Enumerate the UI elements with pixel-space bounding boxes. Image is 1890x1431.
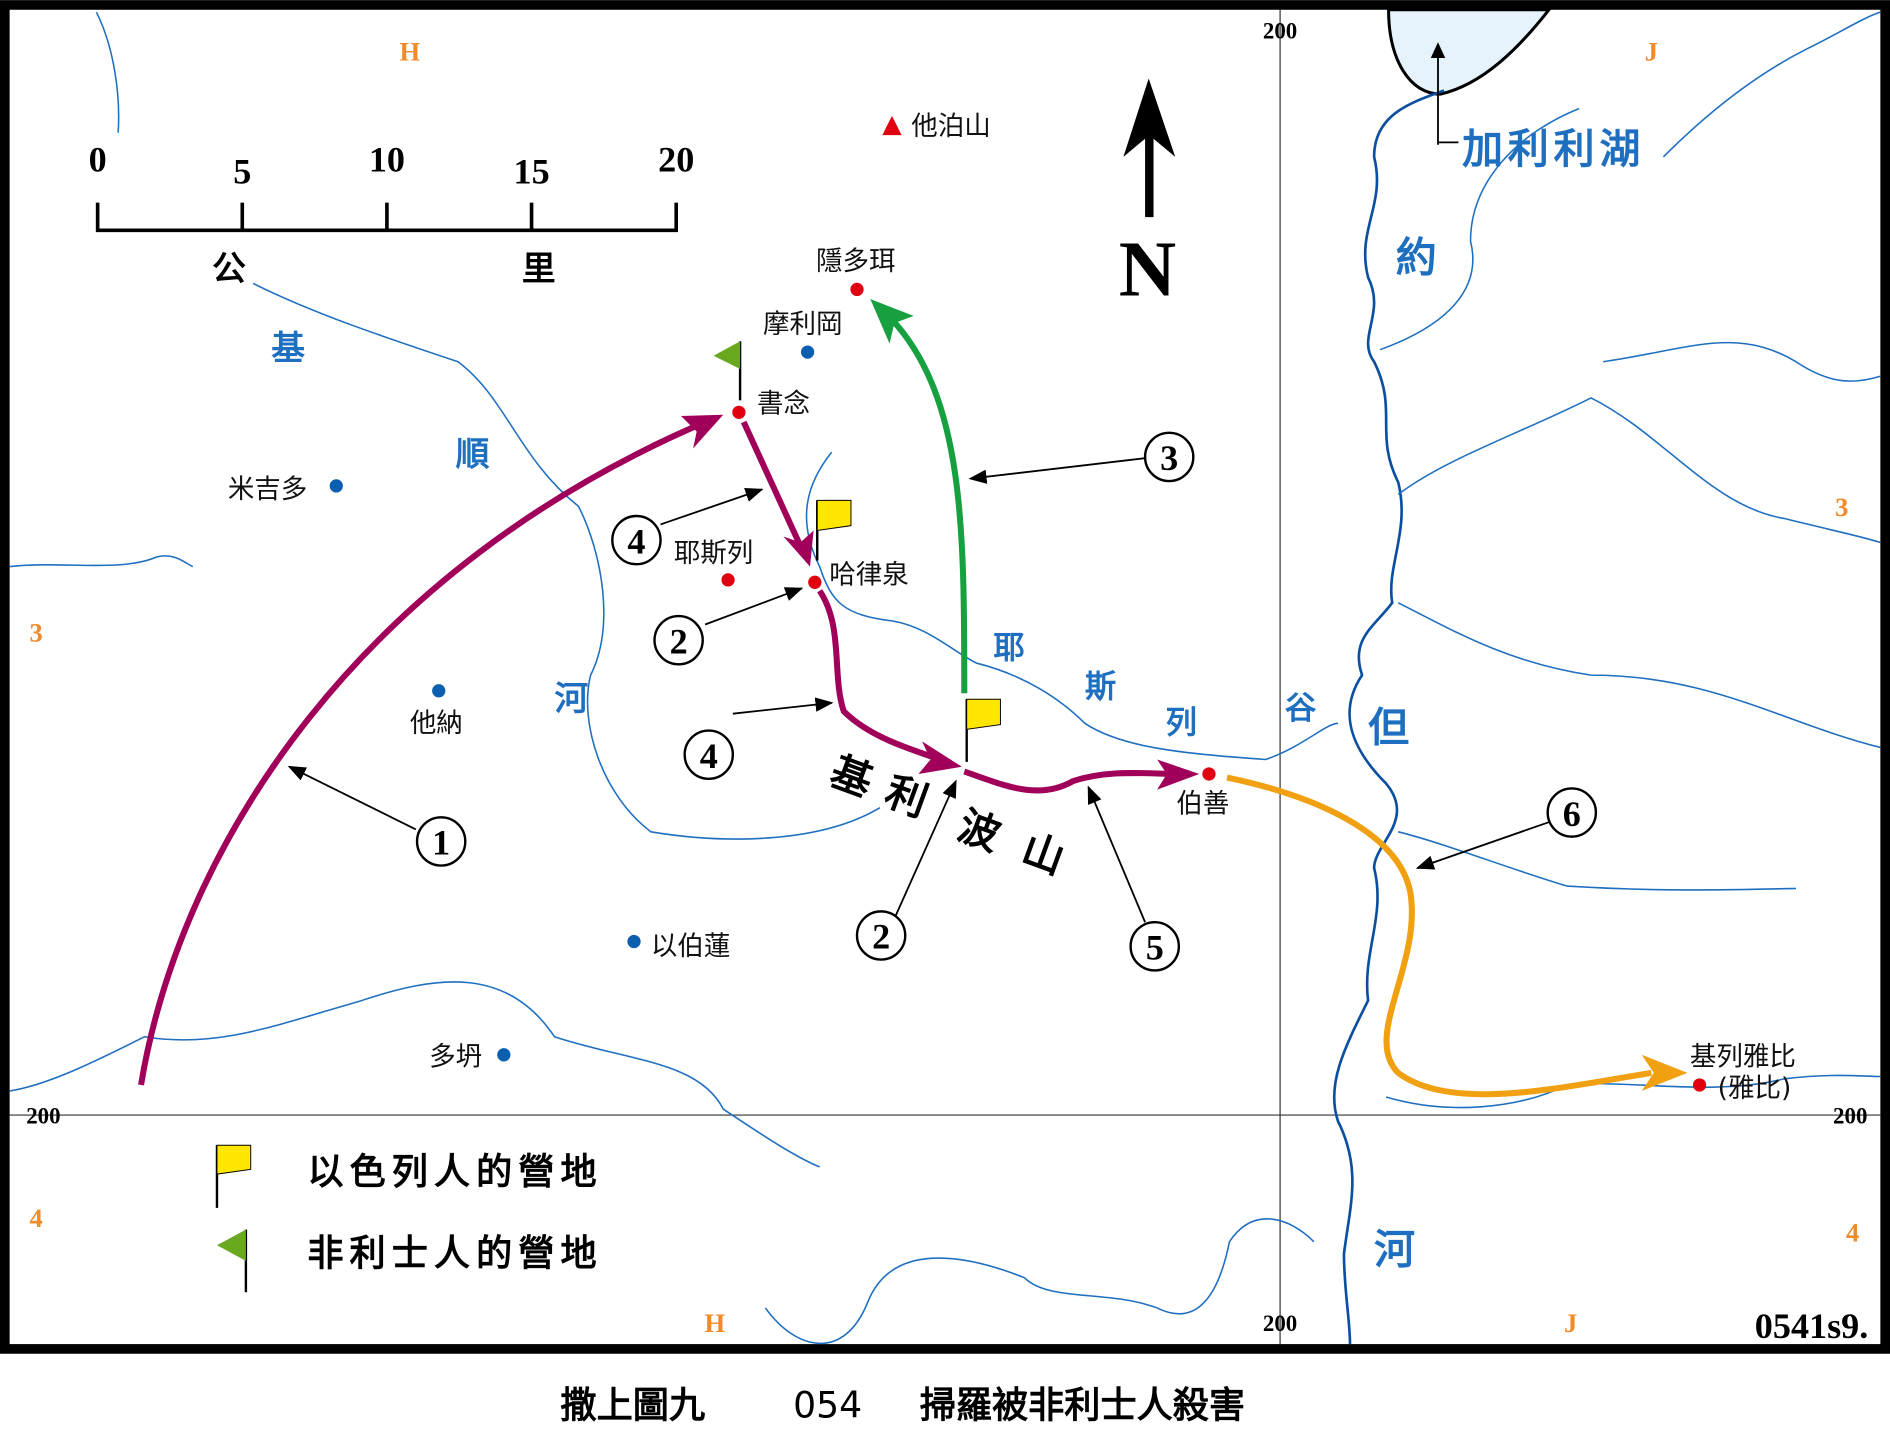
marker-5: 5	[1129, 921, 1181, 972]
coord-label-bottom: 200	[1263, 1311, 1297, 1336]
grid-row-right-3: 3	[1835, 492, 1848, 522]
grid-row-left-4: 4	[30, 1203, 43, 1233]
coord-label-right: 200	[1833, 1104, 1867, 1129]
israel-camp-flag-harod	[816, 499, 852, 561]
north-arrow: N	[1119, 78, 1176, 313]
route-1-head	[681, 414, 724, 449]
legend-israel-flag-icon	[215, 1144, 252, 1208]
map-frame	[0, 0, 1890, 1354]
route_markers-6: 5	[1146, 928, 1164, 968]
water_labels-jezreel_valley-1: 斯	[1085, 669, 1116, 704]
route-markers	[287, 457, 1550, 923]
route-2-4	[817, 589, 942, 763]
places-jezreel: 耶斯列	[674, 538, 754, 569]
route-4a	[740, 420, 805, 550]
map-north_label: N	[1119, 225, 1176, 313]
coord-label-top: 200	[1263, 19, 1297, 44]
caption-series: 撒上圖九	[560, 1384, 705, 1427]
places-galilee_lake: 加利利湖	[1462, 126, 1645, 172]
sea-of-galilee	[1387, 8, 1552, 96]
scale_bar-ticks-2: 10	[369, 139, 405, 179]
scale_bar-unit_chars-1: 里	[522, 249, 556, 288]
places-michmethath: 米吉多	[228, 474, 307, 505]
places-tabor: 他泊山	[911, 111, 991, 142]
water_labels-kishon-2: 河	[554, 680, 588, 718]
grid-row-right-4: 4	[1846, 1218, 1859, 1248]
route-3-head	[870, 299, 914, 344]
grid-col-top-h: H	[400, 36, 421, 66]
caption: 撒上圖九 054 掃羅被非利士人殺害	[560, 1384, 1245, 1427]
places-bethshan: 伯善	[1176, 789, 1229, 820]
coord-label-left: 200	[26, 1104, 60, 1129]
scale-bar: 0 5 10 15 20 公 里	[89, 139, 695, 287]
marker-circles: 1 2 2 3 4 4 5 6	[415, 431, 1598, 972]
marker-2b: 2	[855, 910, 907, 961]
scale_bar-ticks-0: 0	[89, 139, 107, 179]
route-4a-head	[783, 530, 814, 567]
scale_bar-ticks-1: 5	[233, 151, 251, 191]
route-2-4-head	[918, 741, 962, 774]
route_markers-0: 1	[432, 823, 450, 863]
water_labels-jordan-2: 河	[1374, 1226, 1415, 1272]
places-moreh: 摩利岡	[763, 309, 843, 340]
scale_bar-ticks-4: 20	[658, 139, 694, 179]
places-taanach: 他納	[410, 708, 463, 739]
places-jabesh_alt: (雅比)	[1718, 1073, 1792, 1104]
places: 他泊山 隱多珥 摩利岡 書念 米吉多 耶斯列 哈律泉 他納 以伯蓮 多坍 伯善 …	[228, 42, 1796, 1104]
map-code: 0541s9.	[1755, 1306, 1869, 1346]
route_markers-2: 2	[872, 917, 890, 957]
legend: 以色列人的營地 非利士人的營地	[215, 1144, 602, 1293]
grid-col-top-j: J	[1645, 36, 1658, 66]
israel-camp-flag-gilboa	[965, 698, 1001, 762]
water_labels-jordan-0: 約	[1396, 234, 1437, 280]
marker-1: 1	[415, 816, 467, 867]
water_labels-jezreel_valley-3: 谷	[1285, 691, 1317, 726]
route_markers-1: 2	[670, 621, 688, 661]
rivers	[9, 11, 1881, 1345]
marker-6: 6	[1546, 787, 1598, 838]
route-5-head	[1157, 759, 1200, 790]
places-harod: 哈律泉	[829, 560, 909, 591]
places-ibleam: 以伯蓮	[651, 931, 731, 962]
water_labels-jordan-1: 但	[1368, 704, 1409, 750]
route_markers-7: 6	[1563, 794, 1581, 834]
route_markers-4: 4	[627, 521, 645, 561]
places-jabesh: 基列雅比	[1690, 1042, 1796, 1073]
route-6-head	[1641, 1054, 1688, 1091]
grid-col-bottom-h: H	[704, 1308, 725, 1338]
legend-philistine-flag-icon	[216, 1229, 248, 1293]
water_labels-jezreel_valley-0: 耶	[993, 630, 1024, 665]
route-1	[138, 416, 713, 1086]
places-shunem: 書念	[757, 388, 810, 419]
places-endor: 隱多珥	[816, 246, 896, 277]
grid-col-bottom-j: J	[1564, 1308, 1577, 1338]
legend-israel-label: 以色列人的營地	[307, 1152, 602, 1192]
grid-row-left-3: 3	[30, 617, 43, 647]
water_labels-kishon-1: 順	[456, 436, 490, 473]
marker-4a: 4	[611, 514, 662, 566]
legend-philistine-label: 非利士人的營地	[307, 1234, 602, 1274]
route_markers-3: 3	[1160, 438, 1178, 478]
water-labels: 基 順 河 耶 斯 列 谷 約 但 河	[271, 234, 1437, 1272]
route_markers-5: 4	[700, 736, 718, 776]
scale_bar-unit_chars-0: 公	[212, 249, 246, 288]
scale_bar-ticks-3: 15	[513, 151, 549, 191]
caption-title: 掃羅被非利士人殺害	[920, 1384, 1245, 1427]
marker-2a: 2	[653, 614, 704, 666]
caption-number: 054	[793, 1384, 862, 1427]
marker-3: 3	[1143, 431, 1195, 483]
route-3	[889, 317, 968, 694]
water_labels-jezreel_valley-2: 列	[1166, 705, 1197, 740]
route-5	[963, 768, 1182, 794]
marker-4b: 4	[683, 729, 735, 780]
places-dothan: 多坍	[429, 1042, 482, 1073]
route-6	[1226, 774, 1652, 1098]
philistine-camp-flag-shunem	[713, 341, 742, 401]
water_labels-kishon-0: 基	[271, 329, 305, 367]
